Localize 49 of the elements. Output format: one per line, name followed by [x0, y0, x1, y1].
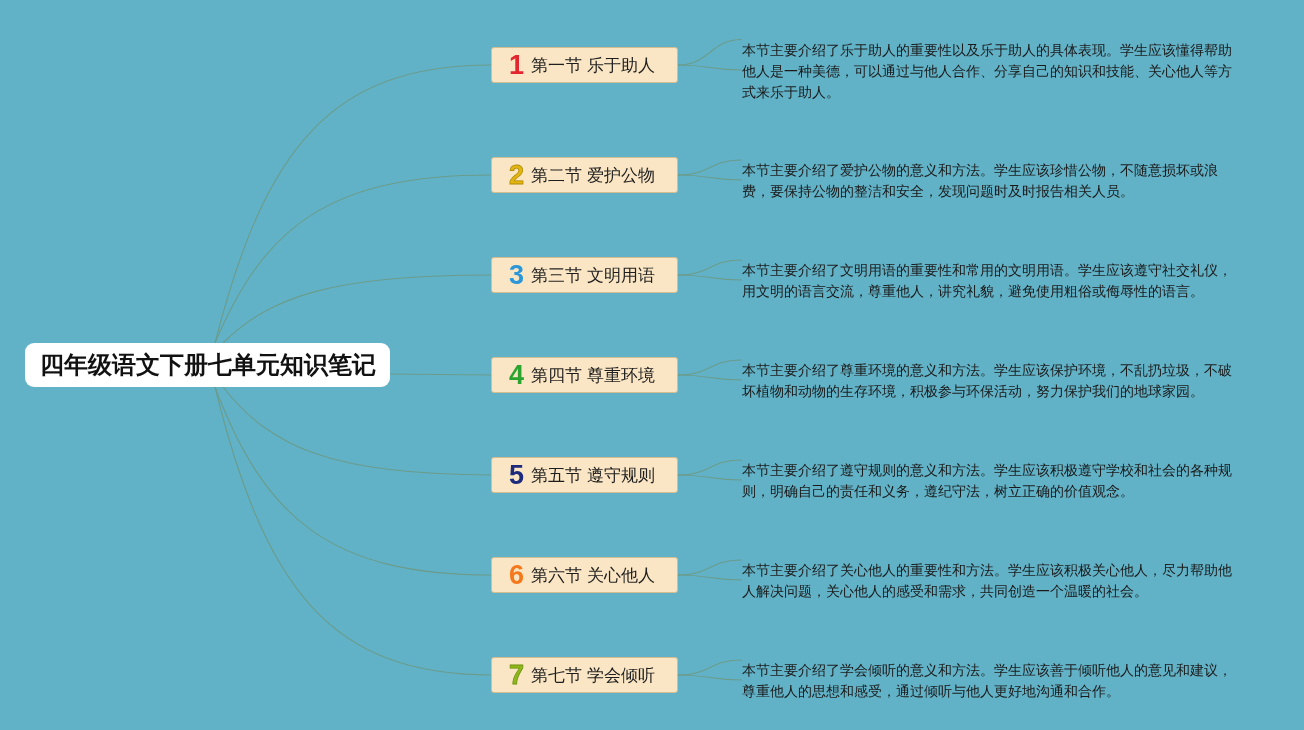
- connector-line: [677, 38, 743, 66]
- section-number: 2: [509, 161, 525, 189]
- topic-box: [491, 257, 678, 293]
- connector-line: [677, 274, 743, 281]
- connector-line: [214, 386, 492, 676]
- connector-line: [677, 359, 743, 376]
- description-text: 本节主要介绍了乐于助人的重要性以及乐于助人的具体表现。学生应该懂得帮助他人是一种美德，可以通过与他人合作、分享自己的知识和技能、关心他人等方式来乐于助人。: [742, 39, 1236, 103]
- connector-line: [677, 474, 743, 481]
- description-text: 本节主要介绍了遵守规则的意义和方法。学生应该积极遵守学校和社会的各种规则，明确自己的责任和义务，遵纪守法，树立正确的价值观念。: [742, 460, 1236, 502]
- central-topic-box: [25, 343, 390, 387]
- description-text: 本节主要介绍了文明用语的重要性和常用的文明用语。学生应该遵守社交礼仪，用文明的语言交流，尊重他人，讲究礼貌，避免使用粗俗或侮辱性的语言。: [742, 260, 1236, 302]
- topic-box: [491, 557, 678, 593]
- connector-line: [222, 386, 492, 476]
- section-number: 6: [509, 561, 525, 589]
- connector-line: [222, 274, 492, 344]
- section-number: 7: [509, 661, 525, 689]
- topic-box: [491, 47, 678, 83]
- topic-title: 第二节 爱护公物: [531, 164, 656, 186]
- connector-line: [677, 259, 743, 276]
- description-text: 本节主要介绍了尊重环境的意义和方法。学生应该保护环境，不乱扔垃圾，不破坏植物和动物的生存环境，积极参与环保活动，努力保护我们的地球家园。: [742, 360, 1236, 402]
- connector-line: [677, 459, 743, 476]
- connector-line: [677, 674, 743, 681]
- topic-title: 第四节 尊重环境: [531, 364, 656, 386]
- topic-title: 第五节 遵守规则: [531, 464, 656, 486]
- description-text: 本节主要介绍了学会倾听的意义和方法。学生应该善于倾听他人的意见和建议，尊重他人的思想和感受，通过倾听与他人更好地沟通和合作。: [742, 660, 1236, 702]
- section-number: 1: [509, 51, 525, 79]
- connector-line: [214, 386, 492, 576]
- topic-title: 第一节 乐于助人: [531, 54, 656, 76]
- connector-line: [214, 174, 492, 344]
- connector-line: [677, 574, 743, 581]
- topic-title: 第三节 文明用语: [531, 264, 656, 286]
- topic-box: [491, 357, 678, 393]
- section-number: 4: [509, 361, 525, 389]
- topic-box: [491, 457, 678, 493]
- connector-line: [677, 659, 743, 676]
- section-number: 5: [509, 461, 525, 489]
- topic-box: [491, 157, 678, 193]
- connector-line: [677, 374, 743, 381]
- connector-line: [677, 559, 743, 576]
- central-topic-title: 四年级语文下册七单元知识笔记: [39, 350, 376, 380]
- topic-title: 第七节 学会倾听: [531, 664, 656, 686]
- connector-line: [677, 174, 743, 181]
- topic-box: [491, 657, 678, 693]
- topic-title: 第六节 关心他人: [531, 564, 656, 586]
- connector-line: [389, 373, 492, 376]
- connector-line: [677, 159, 743, 176]
- description-text: 本节主要介绍了爱护公物的意义和方法。学生应该珍惜公物，不随意损坏或浪费，要保持公物的整洁和安全，发现问题时及时报告相关人员。: [742, 160, 1236, 202]
- description-text: 本节主要介绍了关心他人的重要性和方法。学生应该积极关心他人，尽力帮助他人解决问题，关心他人的感受和需求，共同创造一个温暖的社会。: [742, 560, 1236, 602]
- section-number: 3: [509, 261, 525, 289]
